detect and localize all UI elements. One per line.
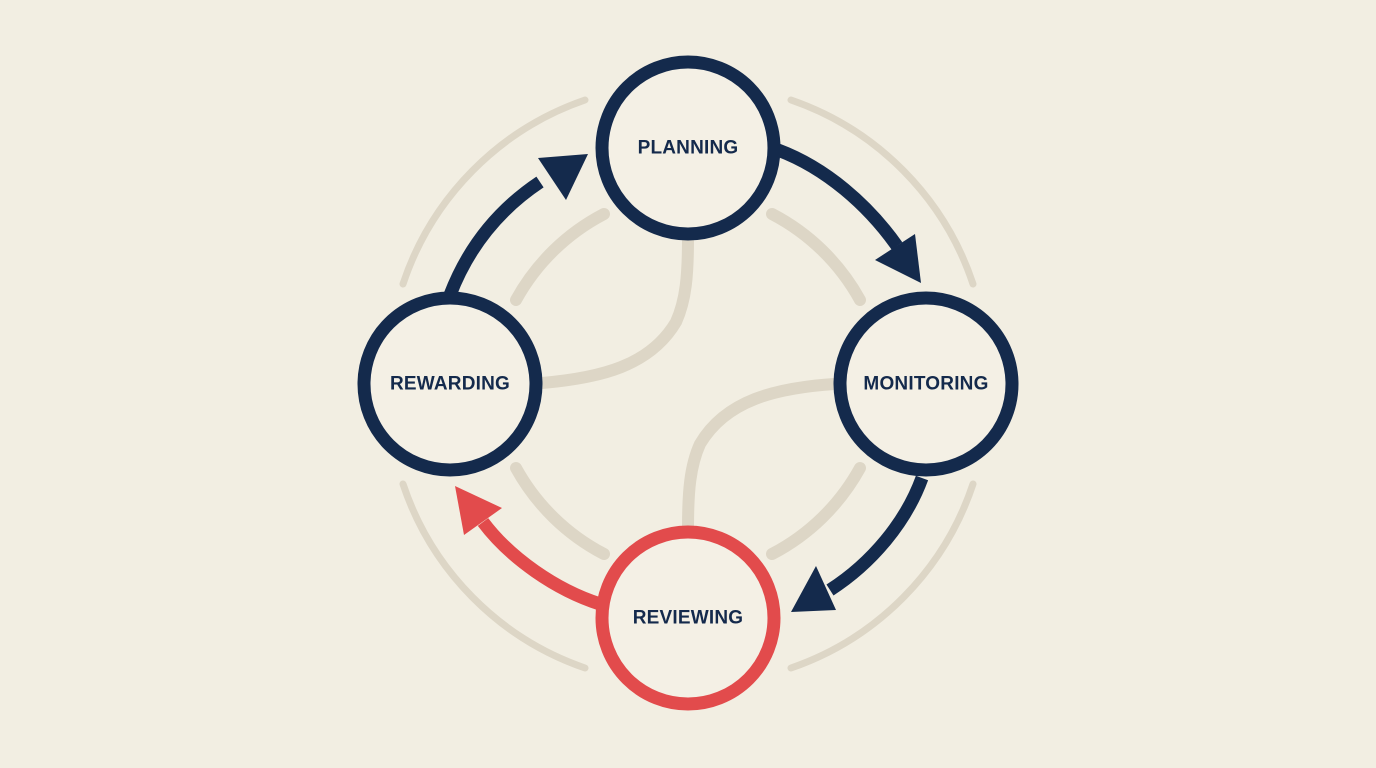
inner-ring-arc-bottom-left	[510, 462, 610, 560]
arrowhead-reviewing	[791, 566, 836, 612]
node-planning-label: PLANNING	[638, 138, 739, 159]
node-planning-circle	[595, 55, 781, 241]
arrow-monitoring-to-reviewing	[826, 475, 929, 596]
cycle-arrows	[443, 143, 929, 612]
node-rewarding: REWARDING	[357, 291, 543, 477]
node-reviewing: REVIEWING	[595, 525, 781, 711]
node-monitoring-circle	[833, 291, 1019, 477]
node-planning: PLANNING	[595, 55, 781, 241]
central-connector-lower	[682, 378, 840, 534]
outer-ring-arc-bottom-right	[787, 480, 977, 672]
inner-ring-arc-top-right	[766, 208, 866, 306]
node-rewarding-circle	[357, 291, 543, 477]
decorative-background	[399, 96, 977, 672]
node-monitoring: MONITORING	[833, 291, 1019, 477]
node-reviewing-circle	[595, 525, 781, 711]
arrowhead-planning	[538, 154, 588, 200]
node-rewarding-label: REWARDING	[390, 374, 510, 395]
inner-ring-arc-top-left	[510, 208, 610, 306]
node-monitoring-label: MONITORING	[863, 374, 988, 395]
arrowhead-rewarding	[455, 486, 502, 535]
node-reviewing-label: REVIEWING	[633, 608, 744, 629]
inner-ring-arc-bottom-right	[766, 462, 866, 560]
arrow-rewarding-to-planning	[443, 176, 544, 298]
arrowhead-monitoring	[875, 234, 921, 283]
outer-ring-arc-top-left	[399, 96, 589, 288]
arrow-planning-to-monitoring	[775, 143, 903, 250]
outer-ring-arc-top-right	[787, 96, 977, 288]
central-connector-upper	[536, 232, 694, 389]
arrow-reviewing-to-rewarding	[477, 518, 603, 611]
outer-ring-arc-bottom-left	[399, 480, 589, 672]
